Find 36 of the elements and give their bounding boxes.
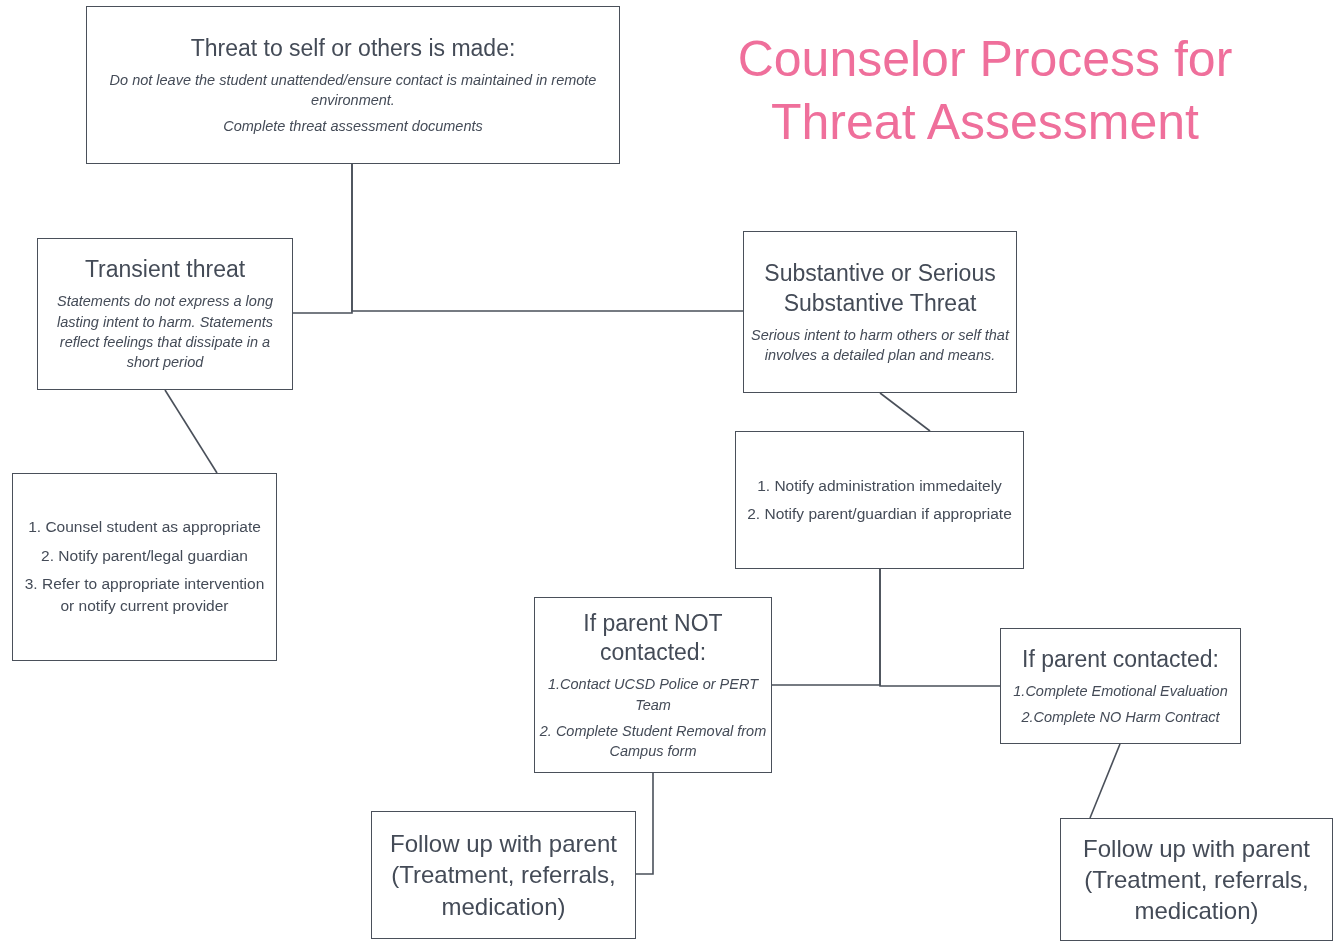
process-box (534, 597, 772, 773)
box-heading: If parent contacted: (1022, 644, 1219, 674)
process-box (37, 238, 293, 390)
box-text: 3. Refer to appropriate intervention or notify current provider (23, 574, 266, 617)
box-heading: If parent NOT contacted: (582, 608, 724, 668)
process-box (1060, 818, 1333, 941)
box-text: Follow up with parent (Treatment, referrals, medication) (1082, 833, 1311, 927)
box-text: Serious intent to harm others or self that involves a detailed plan and means. (750, 325, 1011, 365)
box-text: 2.Complete NO Harm Contract (1021, 707, 1220, 727)
connector-line (351, 163, 744, 312)
box-text: 2. Notify parent/legal guardian (41, 545, 248, 566)
process-box (735, 431, 1024, 569)
box-heading: Transient threat (84, 255, 246, 285)
box-text: Statements do not express a long lasting intent to harm. Statements reflect feelings that dissipate in a short period (56, 292, 274, 373)
connector-line (879, 568, 1001, 687)
connector-line (164, 389, 218, 474)
box-text: 2. Complete Student Removal from Campus form (539, 721, 767, 762)
box-text: Complete threat assessment documents (223, 117, 483, 137)
process-box (743, 231, 1017, 393)
box-text: Follow up with parent (Treatment, referrals, medication) (389, 829, 618, 922)
box-heading: Threat to self or others is made: (190, 33, 516, 63)
box-text: Do not leave the student unattended/ensure contact is maintained in remote environment. (108, 70, 598, 110)
process-box (12, 473, 277, 661)
diagram-title: Counselor Process for Threat Assessment (736, 30, 1234, 152)
box-text: 1.Complete Emotional Evaluation (1013, 681, 1228, 701)
box-text: 1. Notify administration immedaitely (757, 475, 1002, 496)
box-text: 2. Notify parent/guardian if appropriate (747, 504, 1012, 524)
process-box (86, 6, 620, 164)
box-heading: Substantive or Serious Substantive Threat (763, 258, 997, 318)
box-text: 1.Contact UCSD Police or PERT Team (546, 675, 760, 715)
process-box (371, 811, 636, 939)
process-box (1000, 628, 1241, 744)
connector-line (635, 772, 654, 875)
connector-line (879, 392, 931, 432)
box-text: 1. Counsel student as appropriate (28, 517, 261, 538)
connector-line (1089, 743, 1121, 819)
